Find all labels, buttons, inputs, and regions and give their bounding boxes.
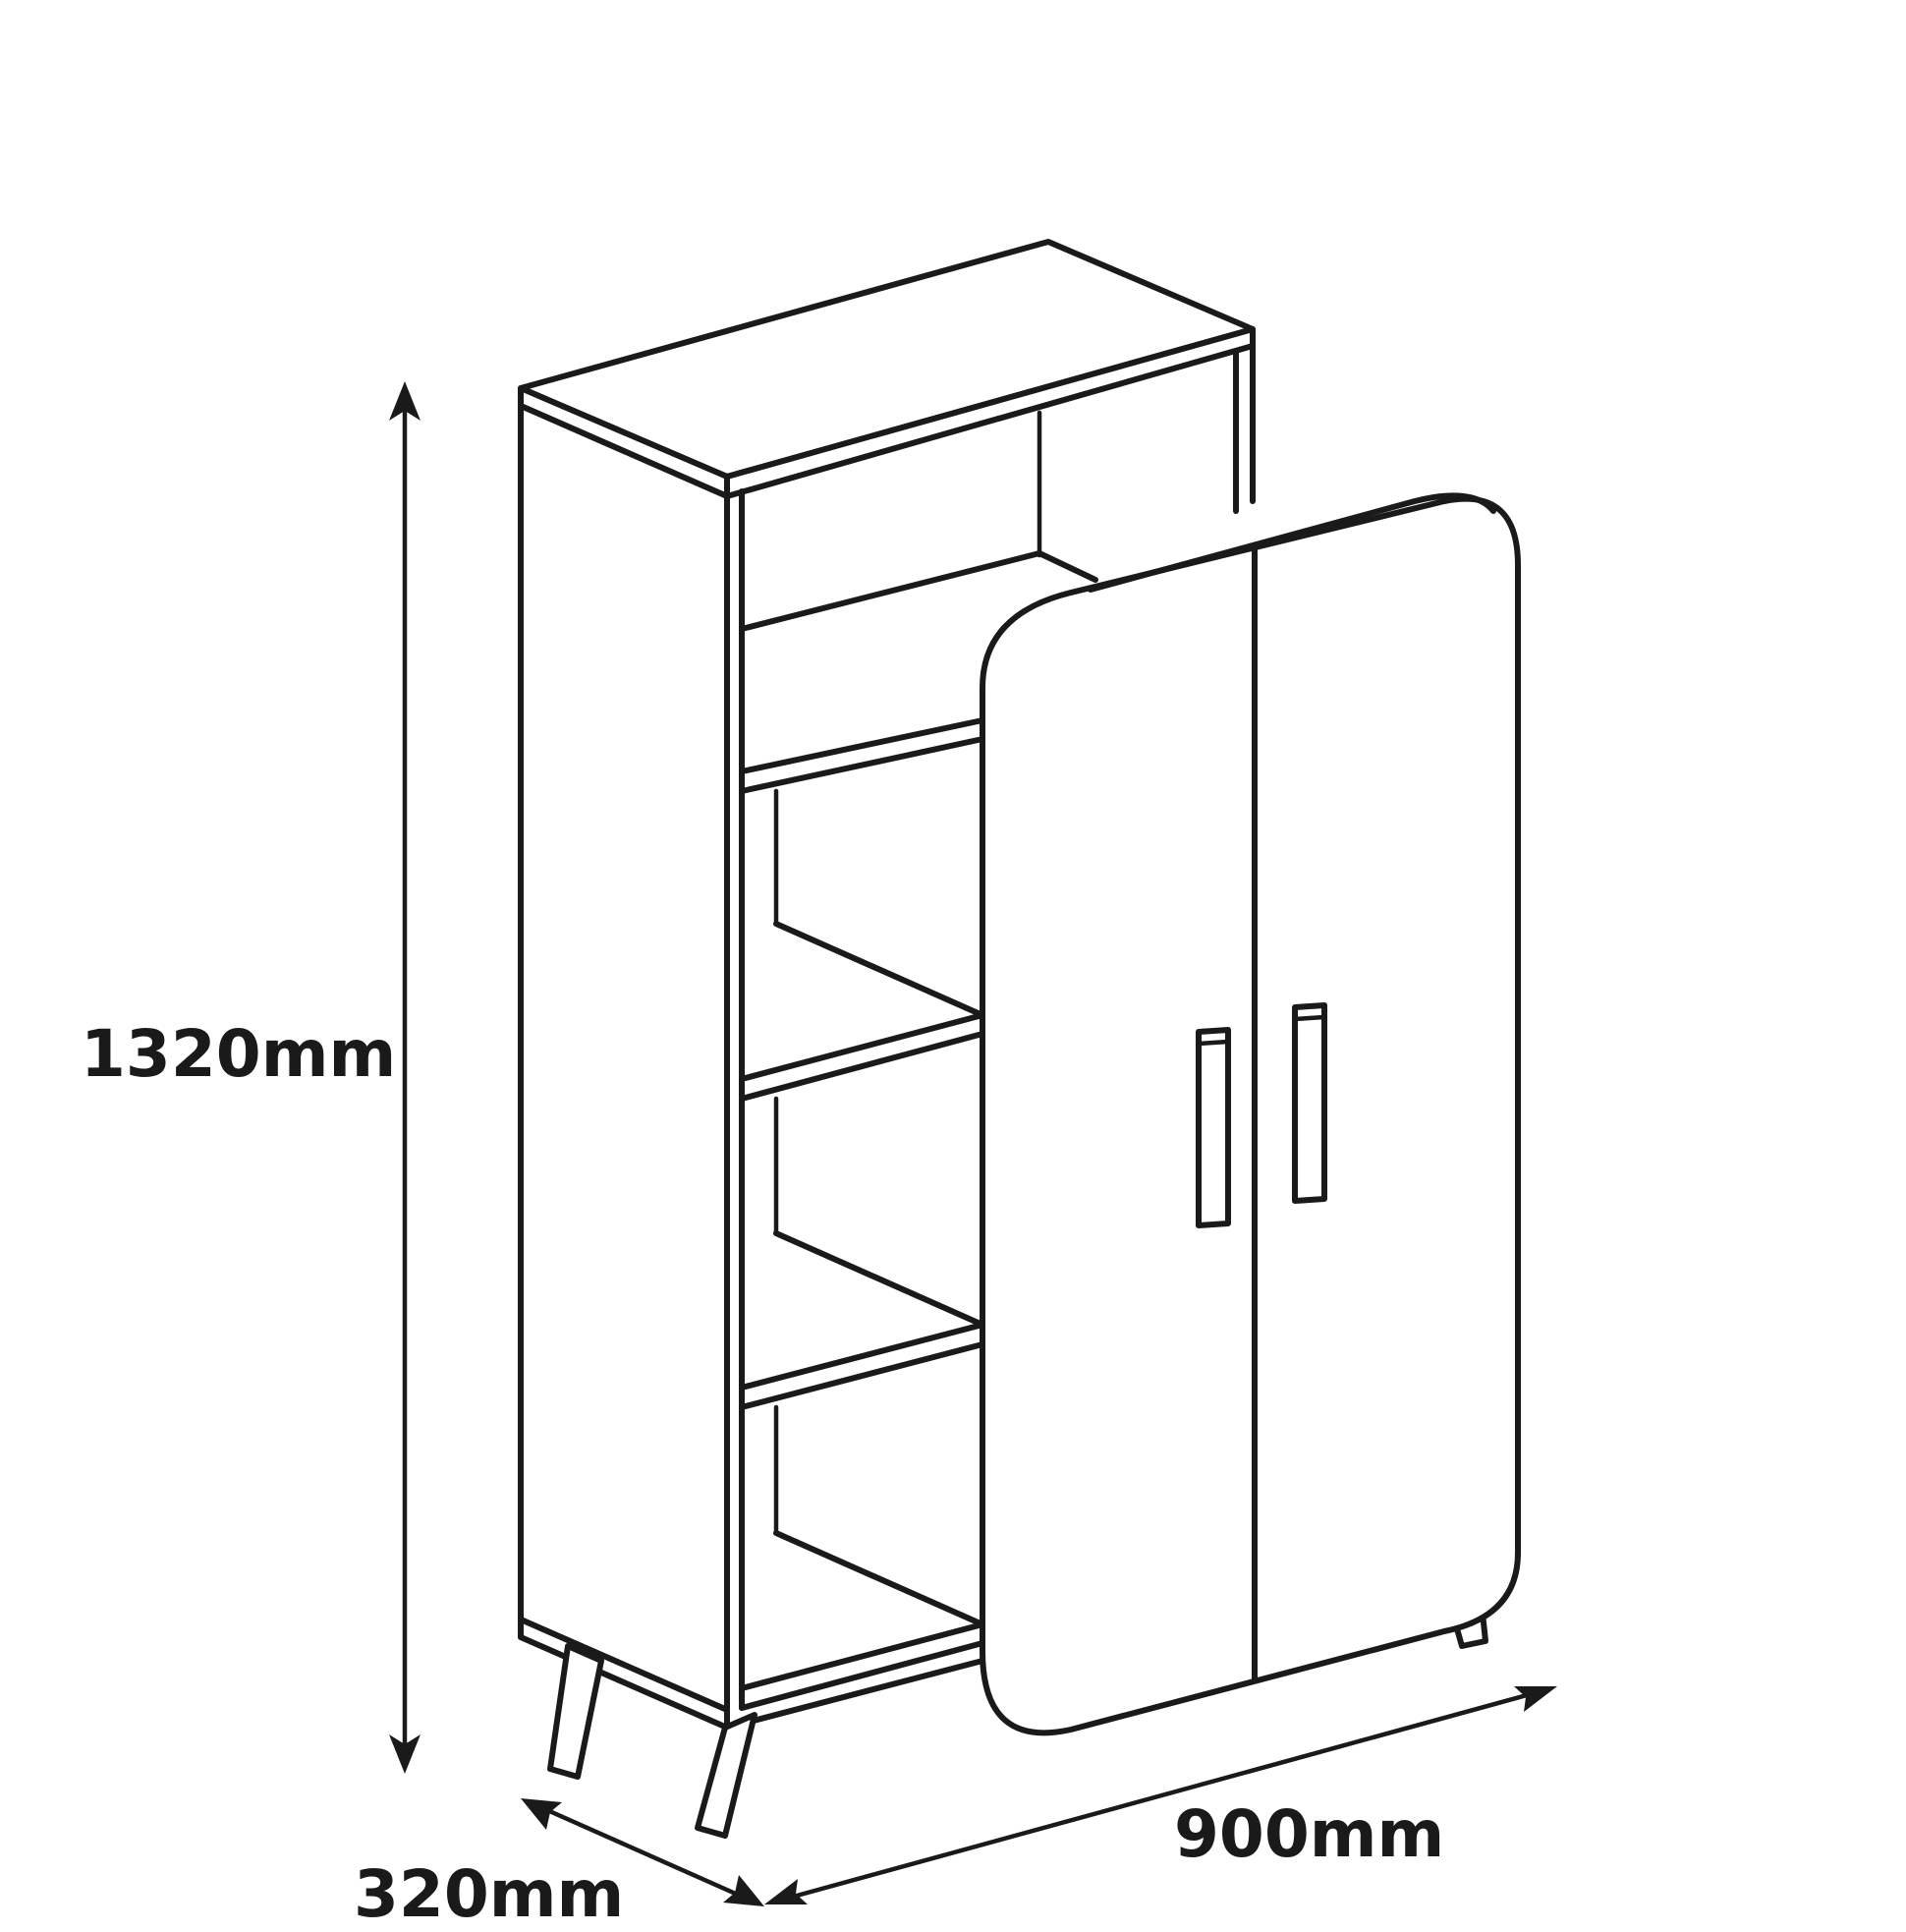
cabinet-doors — [980, 492, 1521, 1736]
depth-dimension-label: 320mm — [354, 1856, 625, 1932]
height-dimension-arrow — [389, 381, 420, 1774]
width-dimension-arrow — [764, 1686, 1557, 1904]
height-dimension-label: 1320mm — [81, 1016, 397, 1092]
depth-dimension-arrow — [521, 1798, 764, 1906]
cabinet-body — [518, 239, 1256, 1731]
width-dimension-label: 900mm — [1174, 1796, 1445, 1872]
